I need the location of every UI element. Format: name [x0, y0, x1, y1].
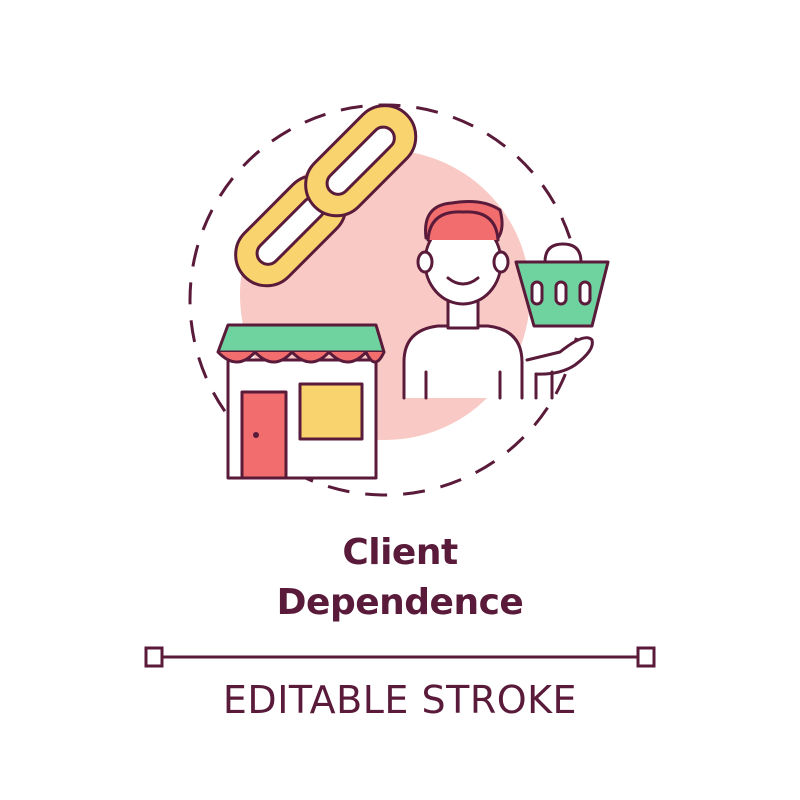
title-line-2: Dependence [276, 582, 524, 623]
title-line-1: Client [342, 532, 458, 573]
customer-icon [402, 200, 594, 400]
storefront-icon [216, 323, 386, 480]
divider-handle-left [144, 646, 164, 668]
caption-editable-stroke: EDITABLE STROKE [222, 678, 578, 722]
divider-handle-right [636, 646, 656, 668]
shopping-basket-icon [514, 242, 610, 328]
chain-link-icon [234, 104, 418, 288]
stroke-divider [144, 646, 656, 668]
